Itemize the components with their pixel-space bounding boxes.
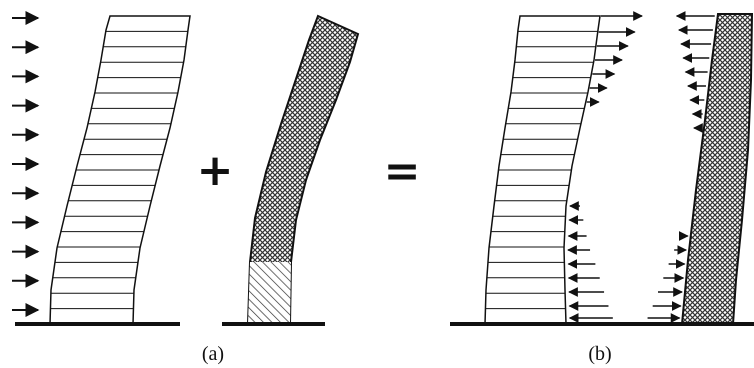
wall-a (246, 14, 360, 325)
frame-b-forces (567, 11, 643, 323)
panel-a: + (a) (12, 11, 360, 365)
frame-b-floors (485, 30, 598, 325)
wall-b (680, 13, 754, 325)
lateral-load-arrows-a (12, 11, 40, 317)
frame-a (49, 15, 191, 325)
wall-a-base-hatch (248, 262, 291, 324)
plus-operator: + (197, 145, 234, 196)
wall-b-forces (647, 11, 715, 323)
frame-a-floors (50, 30, 188, 325)
caption-a: (a) (202, 343, 224, 365)
equals-operator: = (384, 146, 421, 197)
panel-b: (b) (450, 11, 754, 365)
wall-b-body (680, 13, 754, 325)
caption-b: (b) (588, 343, 611, 365)
